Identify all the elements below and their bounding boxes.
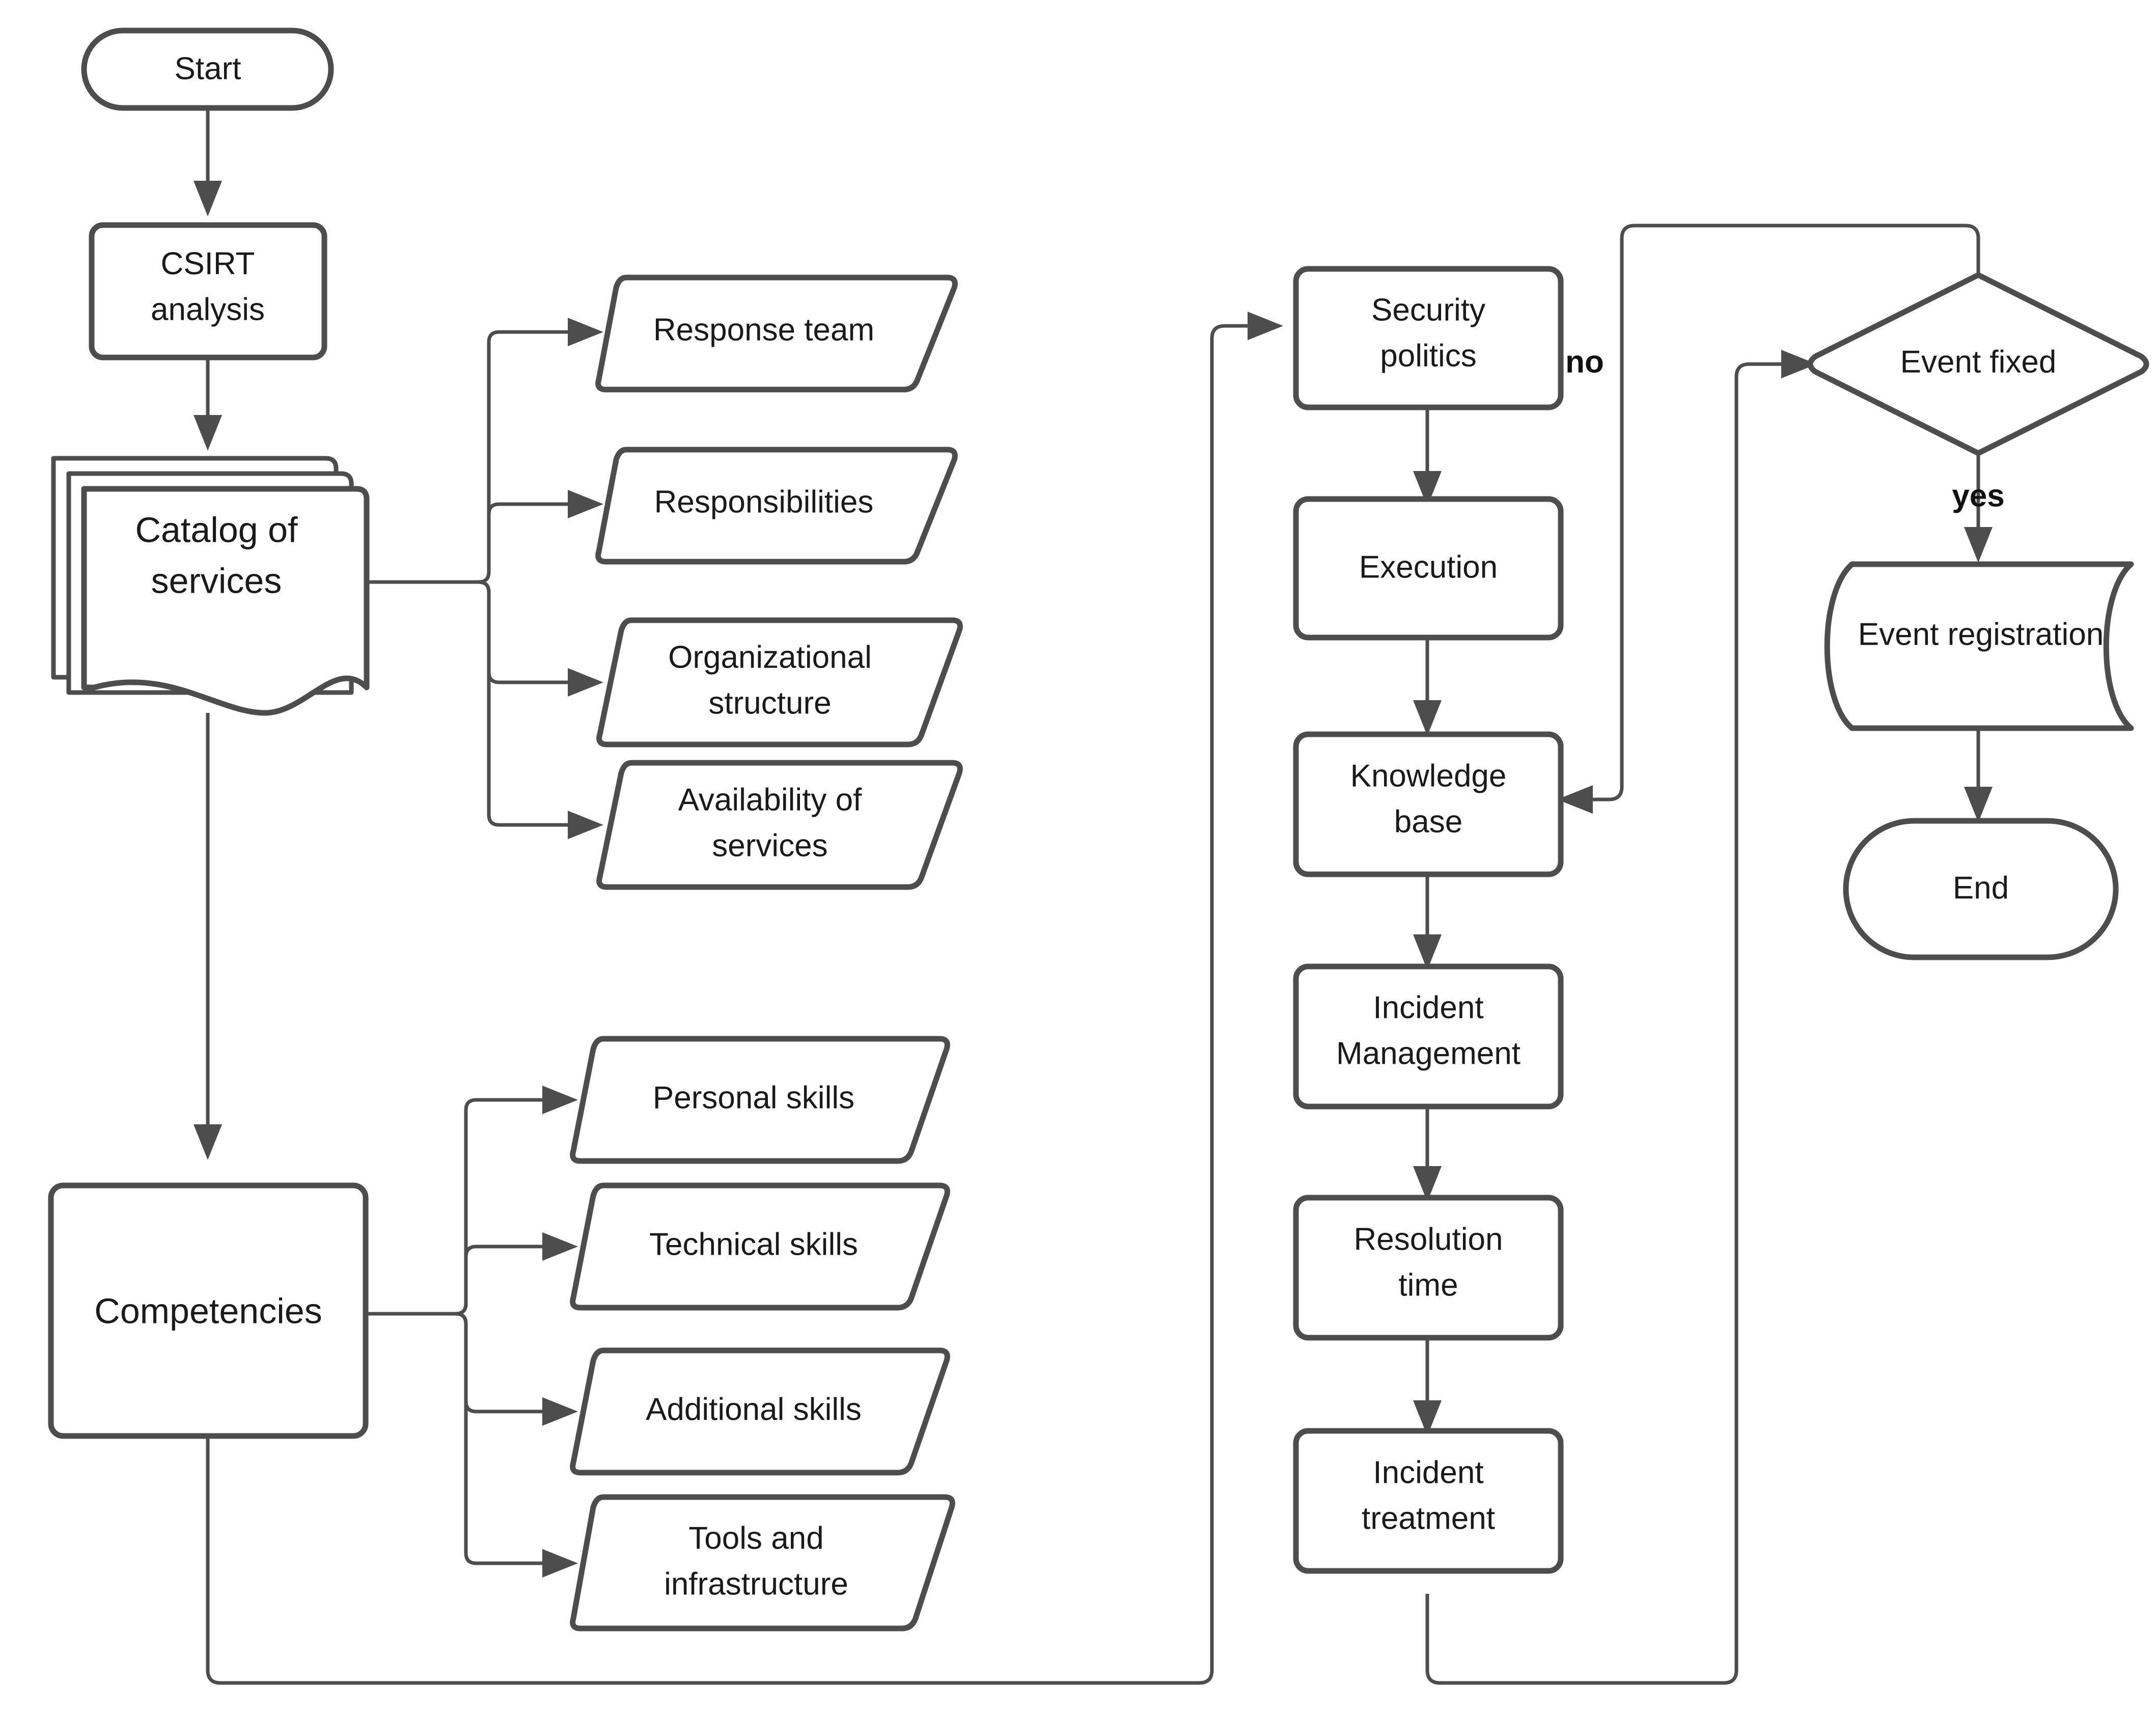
node-event-fixed-label: Event fixed bbox=[1900, 344, 2057, 379]
edge-catalog-to-organizational-structure bbox=[458, 580, 603, 697]
edge-competencies-to-tools-and-infrastructure bbox=[435, 1312, 578, 1578]
node-responsibilities-label: Responsibilities bbox=[654, 484, 874, 519]
edge-catalog-to-availability-of-services bbox=[458, 580, 603, 839]
node-event-registration[interactable]: Event registration bbox=[1824, 561, 2134, 731]
node-additional-skills-label: Additional skills bbox=[646, 1392, 862, 1427]
node-incident-treatment[interactable]: Incident treatment bbox=[1293, 1428, 1564, 1574]
node-tools-and-infrastructure-label-line2: infrastructure bbox=[664, 1566, 848, 1601]
node-catalog-of-services-label-line2: services bbox=[151, 561, 282, 600]
node-knowledge-base[interactable]: Knowledge base bbox=[1293, 731, 1564, 877]
node-availability-of-services-label-line1: Availability of bbox=[678, 782, 862, 817]
edge-event-fixed-no-to-knowledge-base bbox=[1557, 224, 1980, 814]
node-availability-of-services[interactable]: Availability of services bbox=[596, 760, 963, 890]
edge-competencies-to-personal-skills bbox=[435, 1086, 578, 1316]
node-incident-treatment-label-line2: treatment bbox=[1362, 1501, 1495, 1536]
node-response-team[interactable]: Response team bbox=[595, 274, 958, 393]
node-event-registration-label: Event registration bbox=[1858, 617, 2104, 652]
node-csirt-analysis-label-line2: analysis bbox=[151, 292, 265, 327]
node-competencies-label: Competencies bbox=[94, 1291, 322, 1331]
node-resolution-time[interactable]: Resolution time bbox=[1293, 1195, 1564, 1341]
edge-knowledge-base-to-incident-management bbox=[1413, 873, 1442, 970]
edge-label-no: no bbox=[1565, 344, 1604, 379]
node-tools-and-infrastructure[interactable]: Tools and infrastructure bbox=[570, 1494, 955, 1632]
edge-execution-to-knowledge-base bbox=[1413, 637, 1442, 736]
edge-incident-treatment-to-event-fixed bbox=[1425, 350, 1817, 1685]
node-resolution-time-label-line2: time bbox=[1398, 1267, 1458, 1303]
node-organizational-structure-label-line2: structure bbox=[708, 685, 831, 721]
node-personal-skills[interactable]: Personal skills bbox=[570, 1036, 950, 1164]
node-competencies[interactable]: Competencies bbox=[48, 1182, 369, 1439]
edge-competencies-to-additional-skills bbox=[435, 1312, 578, 1426]
edge-catalog-to-competencies bbox=[194, 713, 222, 1160]
edge-incident-management-to-resolution-time bbox=[1413, 1105, 1442, 1202]
node-incident-management-label-line2: Management bbox=[1336, 1036, 1521, 1071]
node-organizational-structure-label-line1: Organizational bbox=[668, 640, 872, 675]
node-incident-management[interactable]: Incident Management bbox=[1293, 963, 1564, 1110]
node-responsibilities[interactable]: Responsibilities bbox=[595, 447, 958, 565]
node-catalog-of-services-label-line1: Catalog of bbox=[135, 510, 298, 549]
node-resolution-time-label-line1: Resolution bbox=[1354, 1222, 1503, 1257]
edge-event-registration-to-end bbox=[1964, 728, 1993, 822]
node-csirt-analysis-label-line1: CSIRT bbox=[161, 246, 255, 281]
node-technical-skills[interactable]: Technical skills bbox=[570, 1182, 950, 1311]
node-availability-of-services-label-line2: services bbox=[712, 828, 827, 863]
node-additional-skills[interactable]: Additional skills bbox=[570, 1347, 950, 1476]
node-end-label: End bbox=[1953, 870, 2009, 905]
node-end[interactable]: End bbox=[1843, 818, 2119, 960]
edge-csirt-analysis-to-catalog bbox=[194, 356, 222, 451]
node-response-team-label: Response team bbox=[653, 312, 874, 347]
node-event-fixed[interactable]: Event fixed bbox=[1807, 272, 2149, 456]
node-csirt-analysis[interactable]: CSIRT analysis bbox=[89, 222, 327, 361]
node-knowledge-base-label-line1: Knowledge bbox=[1350, 758, 1507, 793]
edge-competencies-to-technical-skills bbox=[435, 1232, 578, 1316]
edge-resolution-time-to-incident-treatment bbox=[1413, 1337, 1442, 1436]
node-execution[interactable]: Execution bbox=[1293, 496, 1564, 641]
node-start[interactable]: Start bbox=[81, 27, 334, 111]
edge-event-fixed-yes-to-event-registration bbox=[1964, 453, 1993, 563]
node-incident-management-label-line1: Incident bbox=[1373, 990, 1483, 1025]
node-knowledge-base-label-line2: base bbox=[1394, 804, 1462, 839]
node-security-politics-label-line2: politics bbox=[1380, 338, 1477, 373]
edge-catalog-to-responsibilities bbox=[458, 490, 603, 584]
node-start-label: Start bbox=[175, 51, 241, 86]
node-technical-skills-label: Technical skills bbox=[649, 1227, 858, 1262]
edge-security-politics-to-execution bbox=[1413, 407, 1442, 507]
node-catalog-of-services[interactable]: Catalog of services bbox=[51, 456, 370, 716]
edge-start-to-csirt-analysis bbox=[194, 107, 222, 216]
node-tools-and-infrastructure-label-line1: Tools and bbox=[688, 1521, 823, 1556]
node-security-politics-label-line1: Security bbox=[1371, 292, 1485, 327]
node-security-politics[interactable]: Security politics bbox=[1293, 266, 1564, 410]
node-organizational-structure[interactable]: Organizational structure bbox=[596, 617, 963, 748]
edge-competencies-to-security-politics bbox=[206, 312, 1283, 1685]
edge-catalog-to-response-team bbox=[458, 318, 603, 584]
edge-label-yes: yes bbox=[1952, 478, 2004, 513]
node-execution-label: Execution bbox=[1359, 549, 1498, 585]
node-personal-skills-label: Personal skills bbox=[653, 1080, 854, 1115]
node-incident-treatment-label-line1: Incident bbox=[1373, 1455, 1483, 1490]
